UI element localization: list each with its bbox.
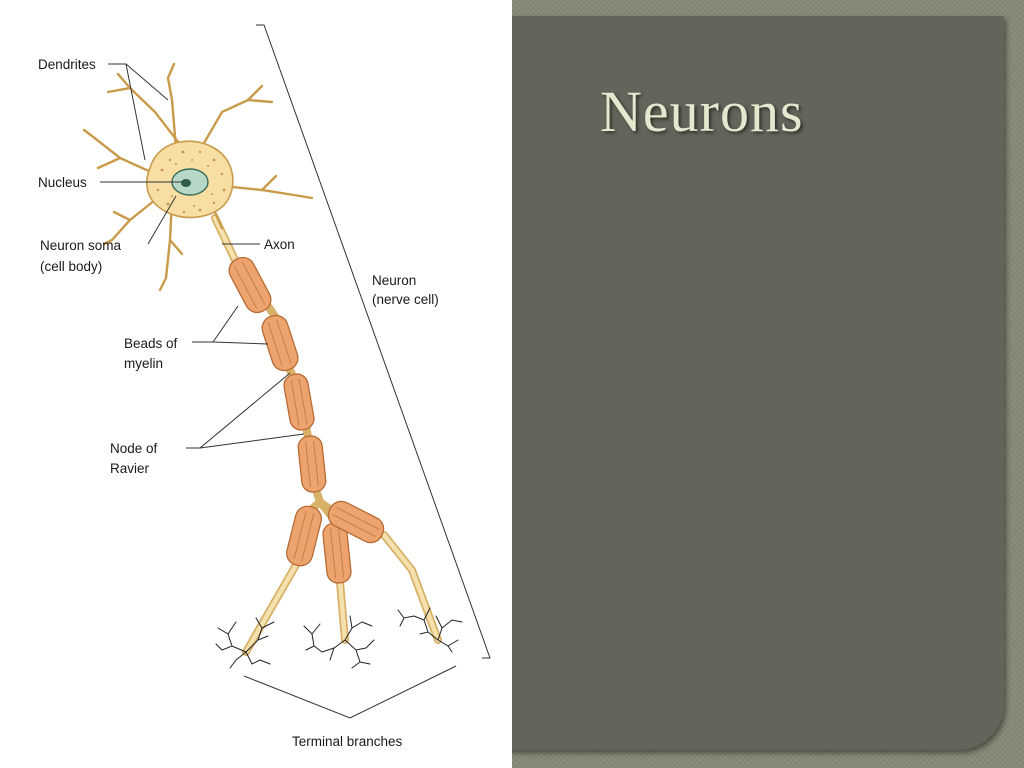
label-axon: Axon <box>264 237 295 252</box>
leader-lines <box>100 63 457 719</box>
neuron-diagram: Dendrites Nucleus Neuron soma (cell body… <box>38 24 491 749</box>
label-dendrites: Dendrites <box>38 57 96 72</box>
slide-title: Neurons <box>600 79 804 144</box>
terminal-arbors <box>215 607 463 669</box>
neuron-bracket <box>256 24 491 659</box>
label-terminal-branches: Terminal branches <box>292 734 403 749</box>
neuron-soma <box>82 62 314 292</box>
soma-granules <box>156 150 226 214</box>
label-myelin-line2: myelin <box>124 356 163 371</box>
label-node-line2: Ravier <box>110 461 150 476</box>
axon <box>211 214 442 656</box>
label-neuron-line1: Neuron <box>372 273 416 288</box>
label-neuron-line2: (nerve cell) <box>372 292 439 307</box>
neuron-diagram-panel: Dendrites Nucleus Neuron soma (cell body… <box>0 0 512 768</box>
label-soma-line2: (cell body) <box>40 259 102 274</box>
myelin-beads <box>228 256 385 584</box>
label-node-line1: Node of <box>110 441 158 456</box>
label-nucleus: Nucleus <box>38 175 87 190</box>
label-soma-line1: Neuron soma <box>40 238 122 253</box>
label-myelin-line1: Beads of <box>124 336 178 351</box>
